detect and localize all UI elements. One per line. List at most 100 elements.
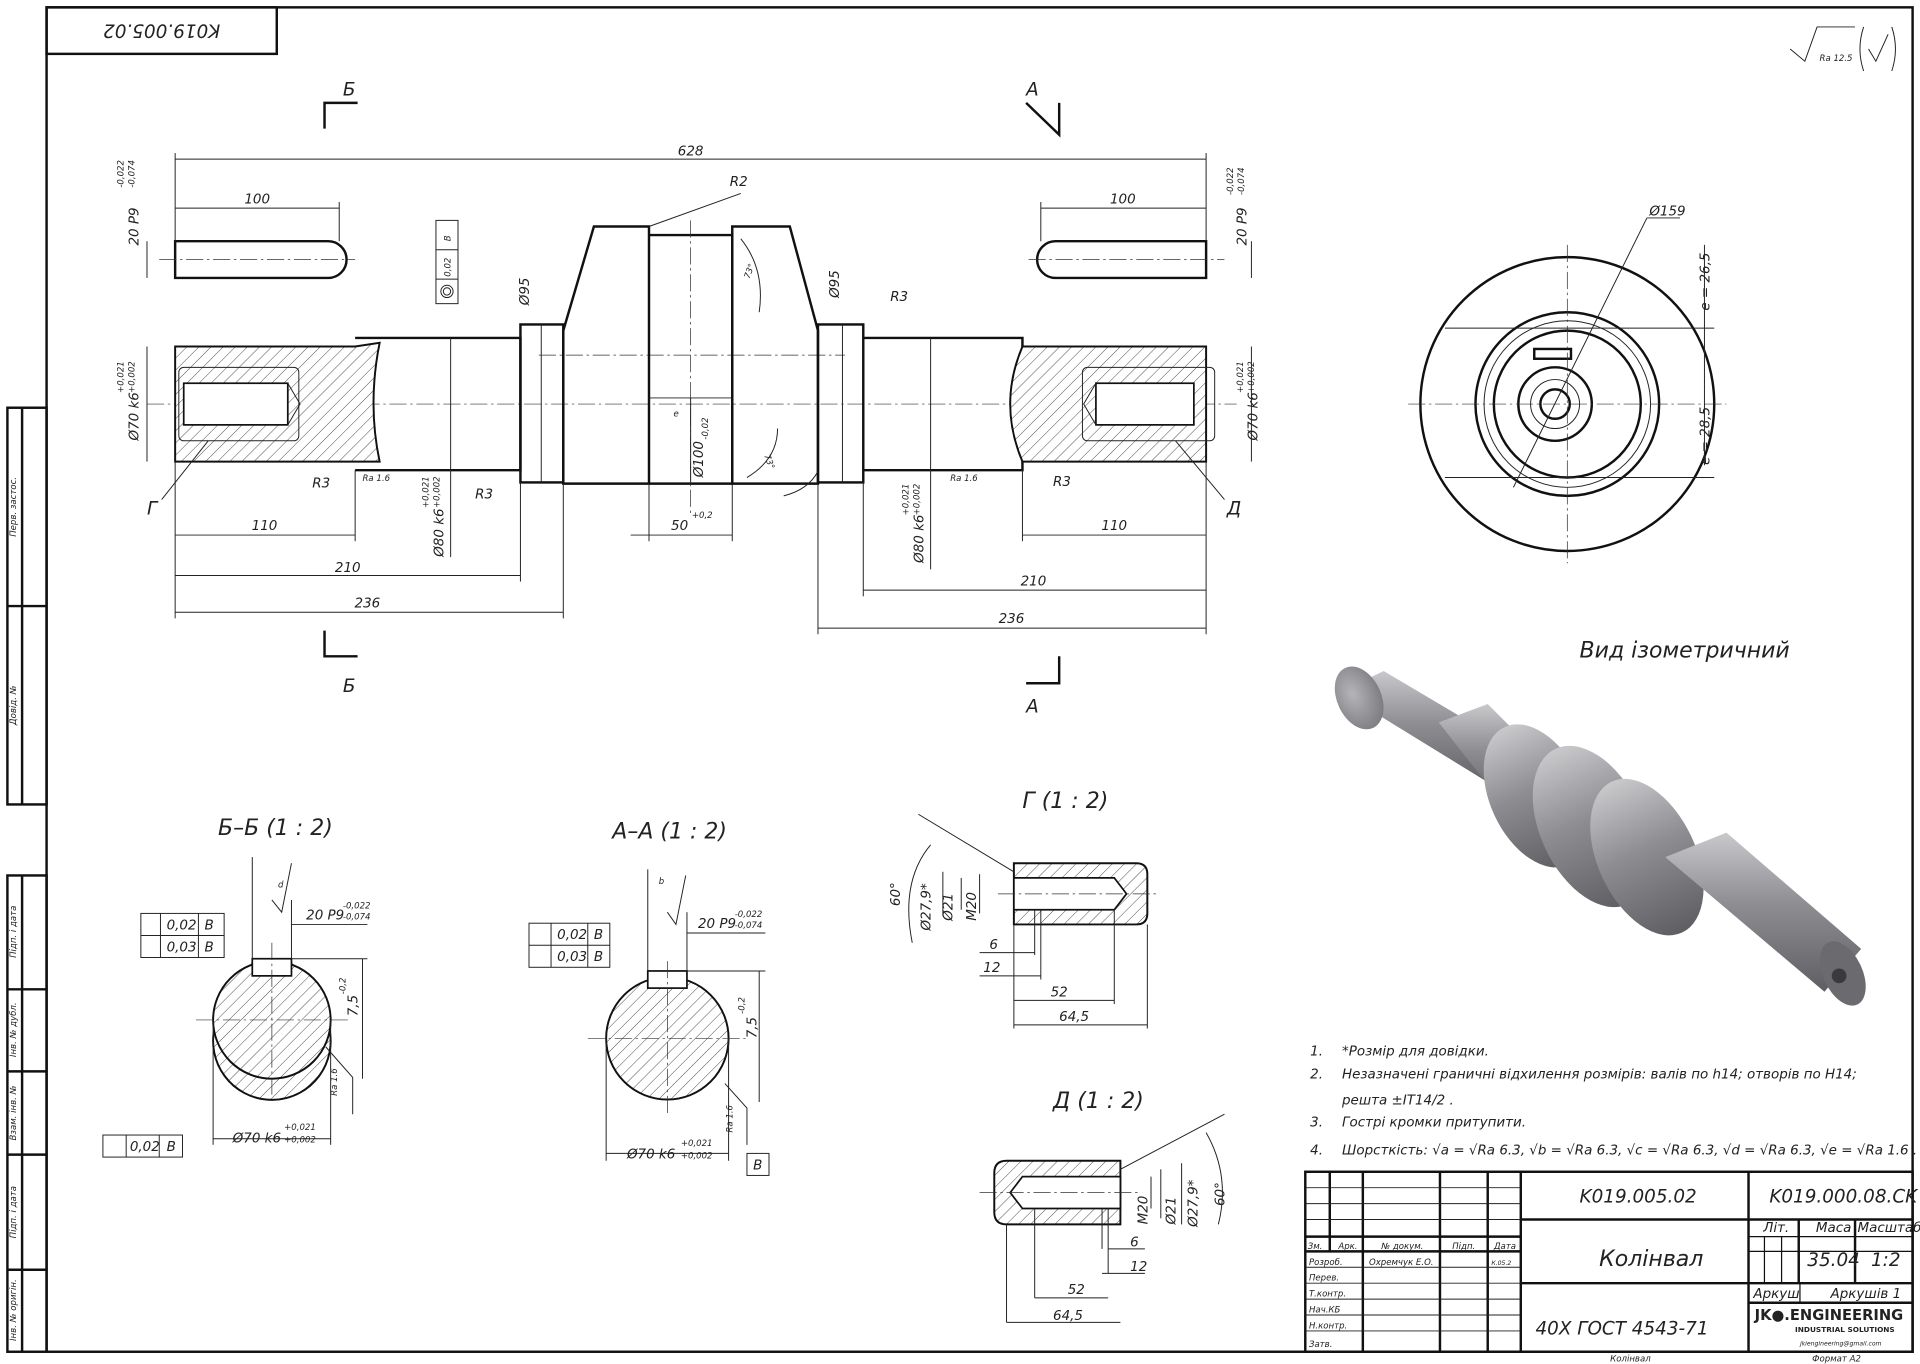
scale-label: Масштаб — [1857, 1220, 1920, 1236]
tol-lower: -0,074 — [735, 921, 763, 931]
role-label: Т.контр. — [1309, 1290, 1346, 1300]
side-label: Довід. № — [9, 685, 19, 726]
roughness-mark: d — [278, 881, 284, 891]
note-text: решта ±IT14/2 . — [1341, 1093, 1454, 1108]
e-mark: e — [673, 409, 678, 419]
datum-letter: B — [444, 235, 454, 241]
sheet-label: Аркуш — [1752, 1287, 1799, 1302]
tol: -0,2 — [738, 997, 748, 1014]
datum-letter: B — [205, 940, 214, 955]
tol-upper: +0,021 — [681, 1139, 713, 1149]
section-bb-title: Б–Б (1 : 2) — [218, 816, 333, 841]
dim-diameter: Ø27,9* — [920, 883, 935, 932]
roughness: Ra 1.6 — [362, 474, 390, 484]
dim-angle: 60° — [1213, 1182, 1228, 1206]
material: 40Х ГОСТ 4543-71 — [1535, 1319, 1708, 1340]
company-sub: INDUSTRIAL SOLUTIONS — [1795, 1325, 1895, 1334]
tol-lower: -0,074 — [128, 160, 138, 188]
tol-upper: +0,021 — [117, 361, 127, 393]
role-label: Н.контр. — [1309, 1321, 1347, 1331]
mass-label: Маса — [1816, 1221, 1852, 1236]
dim-key-width-right: 20 P9 — [1236, 207, 1251, 245]
note-text: Незазначені граничні відхилення розмірів… — [1342, 1068, 1857, 1083]
datum-letter: B — [205, 918, 214, 933]
dim-thread: M20 — [1136, 1196, 1151, 1225]
datum-letter: B — [594, 950, 603, 965]
dim-depth: 7,5 — [746, 1017, 761, 1038]
note-number: 4. — [1310, 1144, 1323, 1159]
roughness: Ra 1.6 — [725, 1104, 735, 1132]
scale-value: 1:2 — [1871, 1250, 1901, 1271]
dim-length: 64,5 — [1059, 1010, 1089, 1025]
section-aa-title: А–А (1 : 2) — [610, 820, 727, 845]
detail-g-title: Г (1 : 2) — [1022, 789, 1108, 814]
dim-keyway-right: 100 — [1110, 192, 1136, 207]
dim-r3: R3 — [312, 476, 330, 491]
part-name: Колінвал — [1599, 1247, 1703, 1272]
developer-date: К.05.2 — [1491, 1260, 1511, 1267]
dim-110-right: 110 — [1101, 519, 1127, 534]
datum-box: B — [753, 1158, 762, 1173]
title-block: K019.005.02 K019.000.08.CK Колінвал 40Х … — [1304, 1170, 1920, 1364]
tol-upper: +0,021 — [284, 1123, 316, 1133]
tol-lower: +0,002 — [128, 361, 138, 393]
dim-key-width: 20 P9 — [698, 917, 736, 932]
tol-lower: +0,002 — [913, 484, 923, 516]
symmetry-tolerance: 0,02 — [557, 928, 587, 943]
tol-upper: +0,021 — [422, 476, 432, 508]
header-cell: Дата — [1493, 1242, 1516, 1252]
dim-d159: Ø159 — [1648, 204, 1685, 219]
dim-length: 6 — [1130, 1235, 1139, 1250]
datum-letter: B — [167, 1140, 176, 1155]
tol-lower: -0,074 — [1237, 167, 1247, 195]
dim-d80-left: Ø80 k6 — [432, 508, 447, 557]
section-mark-a-top: А — [1025, 80, 1039, 101]
side-strip: Перв. застос. Довід. № Підп. і дата Інв.… — [6, 406, 48, 1353]
dim-d100: Ø100 — [692, 441, 707, 478]
header-cell: Зм. — [1308, 1242, 1323, 1252]
parallelism-tolerance: 0,03 — [557, 950, 587, 965]
section-aa: А–А (1 : 2) 0,02 B 0,03 B 20 P9 -0,022 -… — [528, 820, 770, 1176]
role-label: Розроб. — [1309, 1258, 1343, 1268]
technical-notes: 1. *Розмір для довідки. 2. Незазначені г… — [1310, 1044, 1917, 1158]
roughness-value: Ra 12.5 — [1820, 54, 1853, 64]
dim-diameter: Ø21 — [1164, 1197, 1179, 1226]
section-mark-b-top: Б — [343, 80, 356, 101]
header-cell: Арк. — [1337, 1242, 1357, 1252]
dim-r3: R3 — [890, 290, 908, 305]
note-text: Гострі кромки притупити. — [1342, 1115, 1526, 1130]
roughness: Ra 1.6 — [950, 474, 978, 484]
note-text: *Розмір для довідки. — [1342, 1044, 1489, 1059]
dim-overall-length: 628 — [678, 145, 704, 160]
symmetry-tolerance: 0,02 — [167, 918, 197, 933]
side-label: Підп. і дата — [9, 906, 19, 958]
tol-upper: -0,022 — [735, 910, 763, 920]
roughness: Ra 1.6 — [330, 1068, 340, 1096]
dim-key-width-left: 20 P9 — [127, 207, 142, 245]
header-cell: № докум. — [1380, 1242, 1423, 1252]
end-view: Ø159 e = 26,5 e = 28,5 — [1408, 204, 1727, 564]
dim-d95-right: Ø95 — [828, 270, 843, 299]
tol-lower: +0,002 — [433, 476, 443, 508]
tol: -0,2 — [338, 978, 348, 995]
dim-r2: R2 — [730, 175, 748, 190]
dim-50: 50 — [671, 519, 688, 534]
tol-lower: +0,002 — [1247, 361, 1257, 393]
doc-code: K019.005.02 — [1580, 1186, 1697, 1207]
runout-tolerance: 0,02 — [444, 258, 454, 277]
sheet-frame: K019.005.02 Перв. застос. Довід. № Підп.… — [6, 6, 1914, 1353]
detail-d: Д (1 : 2) 60° Ø27,9* Ø21 M20 6 12 52 64,… — [979, 1089, 1228, 1324]
dim-angle: 73° — [761, 453, 776, 471]
dim-depth: 7,5 — [347, 995, 362, 1016]
detail-mark-d: Д — [1226, 498, 1241, 519]
dim-e-top: e = 26,5 — [1698, 253, 1713, 311]
tol-lower: -0,074 — [343, 913, 371, 923]
role-label: Перев. — [1309, 1274, 1339, 1284]
tol-upper: -0,022 — [117, 160, 127, 188]
tol-upper: -0,022 — [1226, 167, 1236, 195]
dim-length: 52 — [1051, 986, 1068, 1001]
tol-upper: +0,021 — [1236, 361, 1246, 393]
dim-key-width: 20 P9 — [306, 909, 344, 924]
dim-236-left: 236 — [355, 596, 381, 611]
footer-part-name: Колінвал — [1610, 1355, 1651, 1364]
